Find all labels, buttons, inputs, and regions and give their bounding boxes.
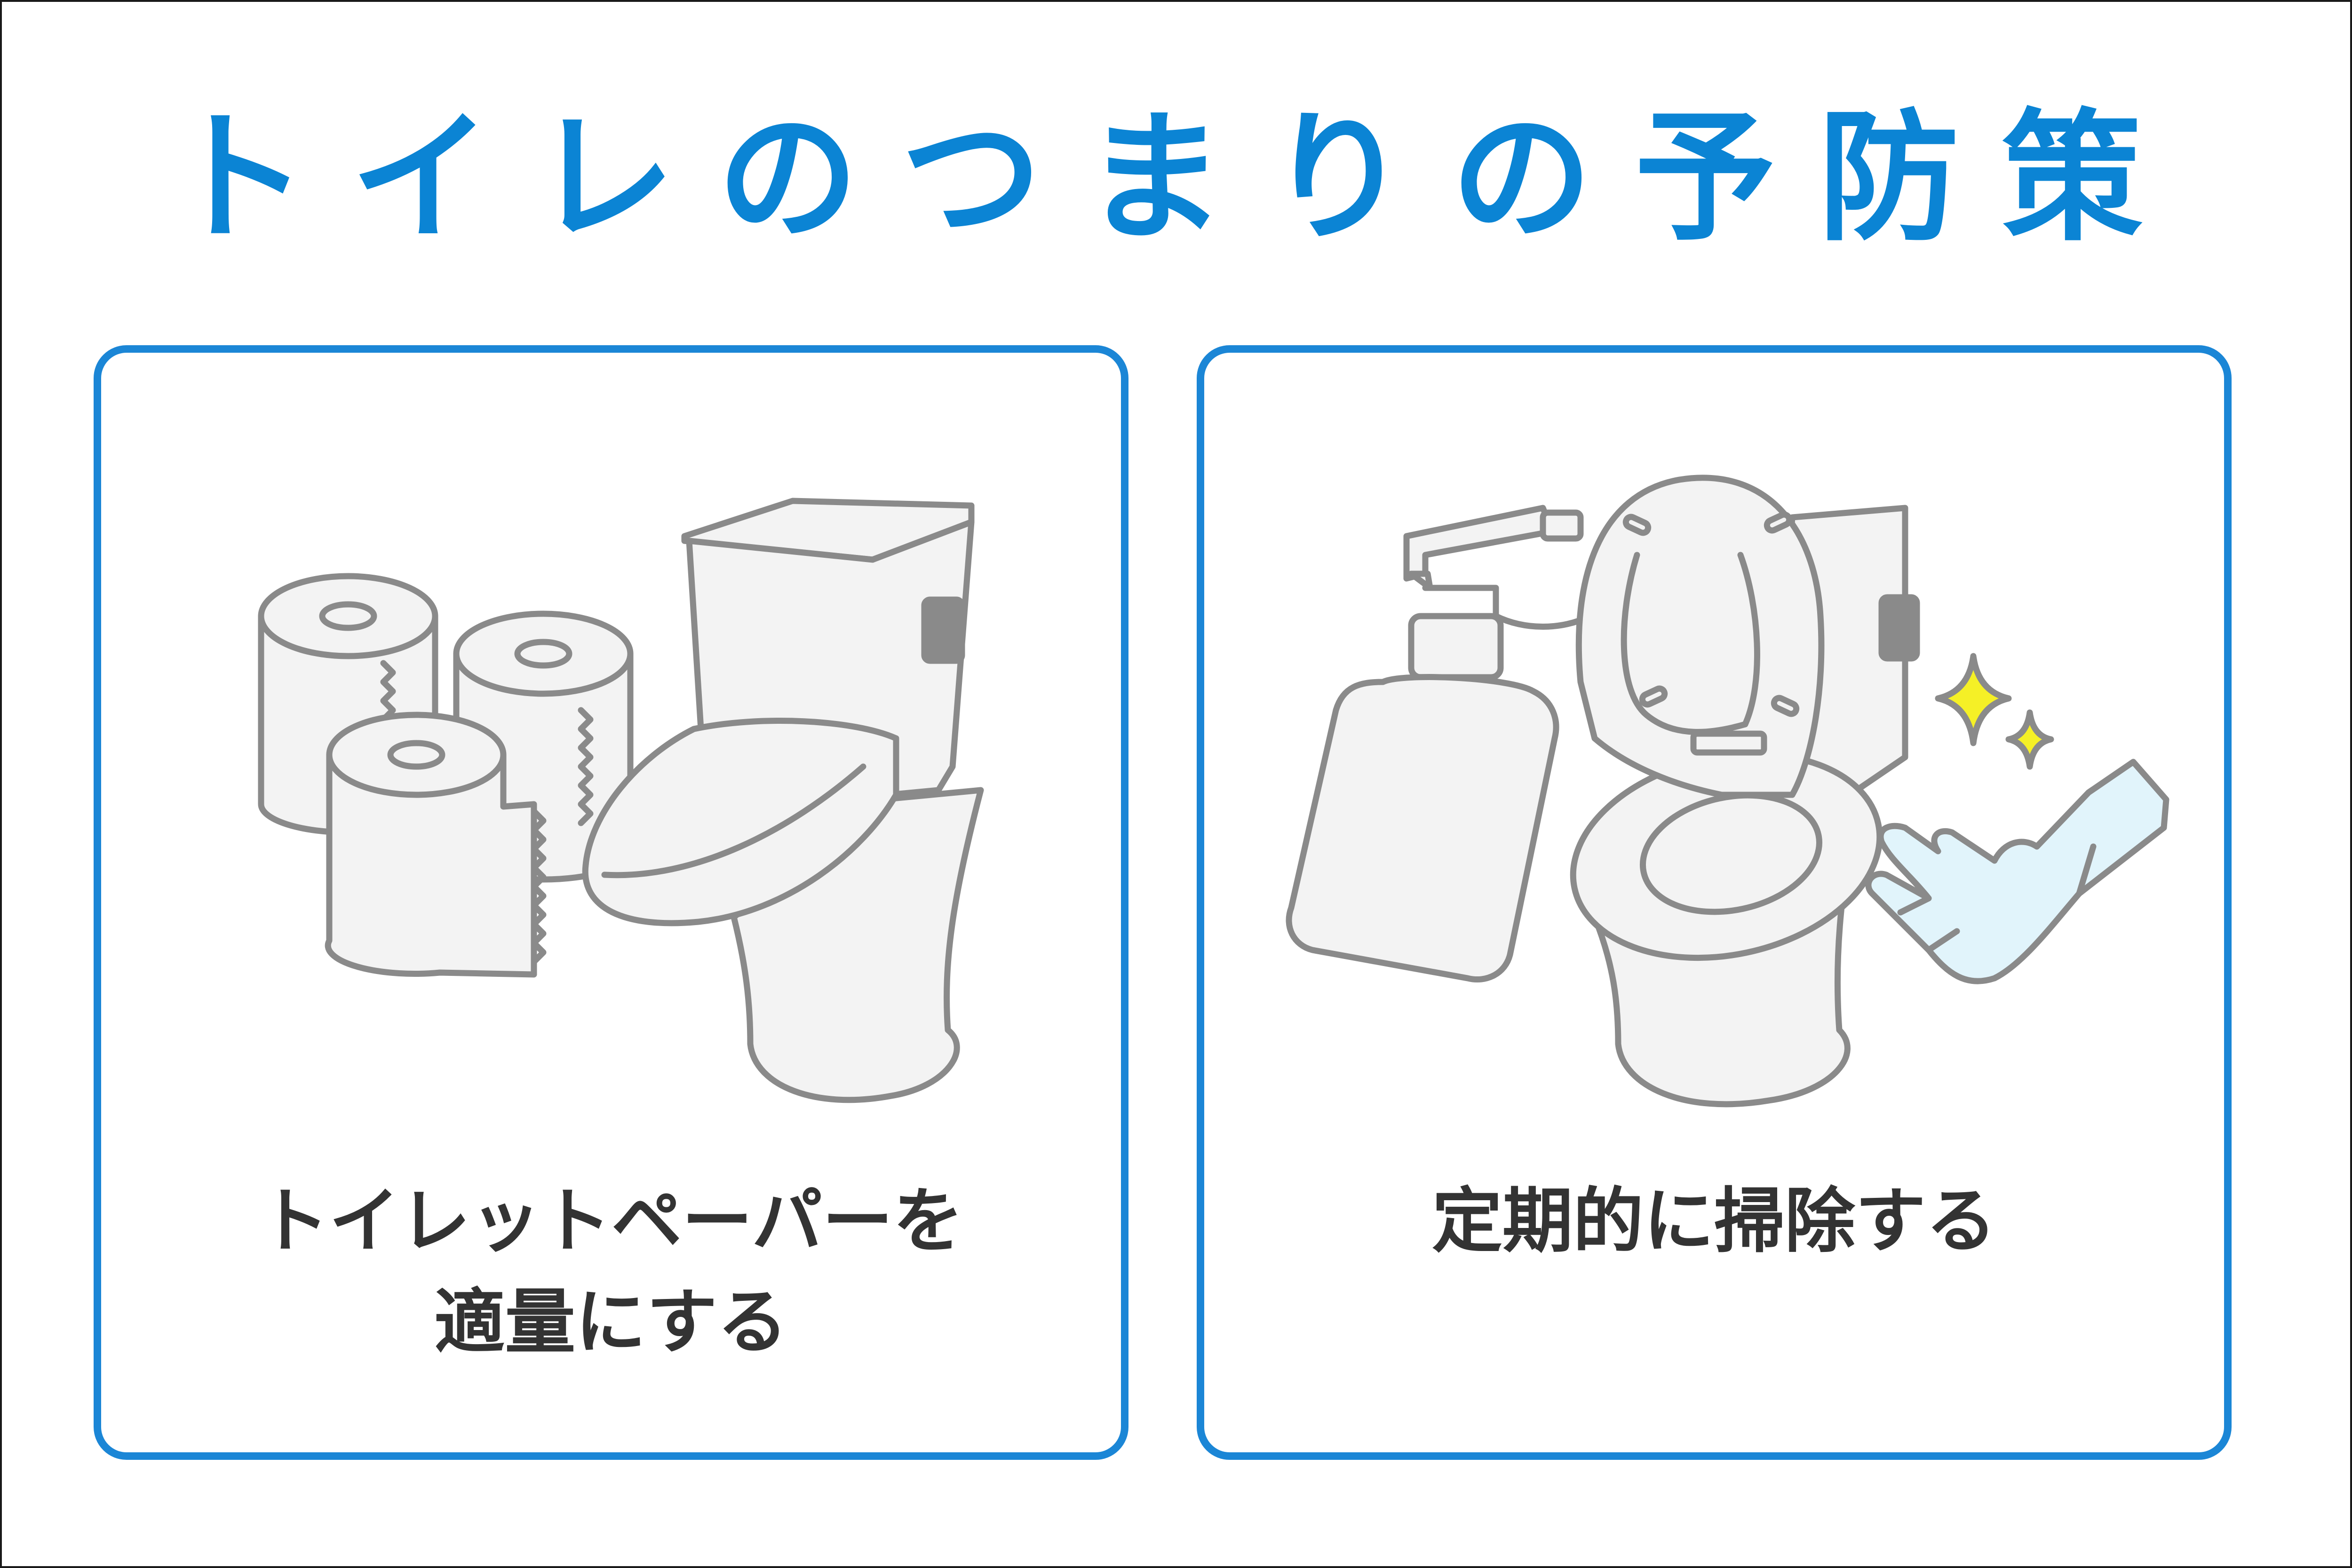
toilet-paper-illustration bbox=[258, 498, 984, 1103]
tip-caption-cleaning: 定期的に掃除する bbox=[1204, 1171, 2224, 1272]
caption-line-1: トイレットペーパーを bbox=[258, 1180, 964, 1262]
caption-line-1: 定期的に掃除する bbox=[1431, 1180, 1996, 1262]
tip-caption-toilet-paper: トイレットペーパーを 適量にする bbox=[101, 1171, 1121, 1373]
toilet-open-lid-icon bbox=[1570, 475, 1920, 1108]
tip-card-toilet-paper: トイレットペーパーを 適量にする bbox=[94, 345, 1128, 1460]
sparkle-icon bbox=[1935, 653, 2054, 770]
cleaning-illustration bbox=[1286, 475, 2169, 1108]
spray-bottle-icon bbox=[1286, 505, 1593, 983]
toilet-paper-rolls-icon bbox=[258, 573, 634, 978]
rubber-gloves-icon bbox=[1865, 759, 2169, 984]
page-title: トイレのつまりの予防策 bbox=[167, 96, 2185, 260]
caption-line-2: 適量にする bbox=[434, 1282, 788, 1363]
toilet-icon bbox=[582, 498, 984, 1103]
tip-card-cleaning: 定期的に掃除する bbox=[1197, 345, 2232, 1460]
